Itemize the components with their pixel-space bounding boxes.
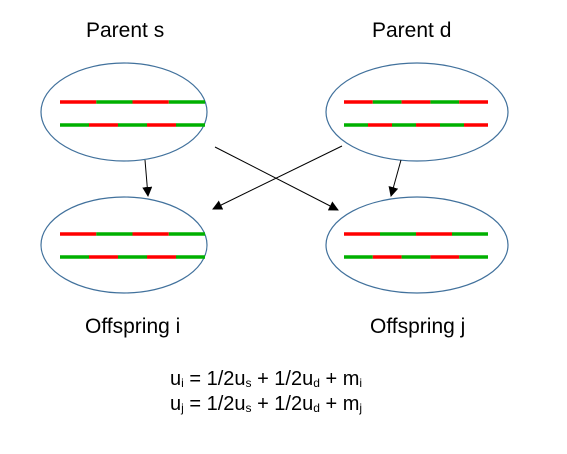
parent-s-label: Parent s <box>86 19 165 42</box>
arrow-s-to-i <box>142 159 153 197</box>
parent-d-ellipse <box>325 62 509 162</box>
arrow-d-to-i <box>212 145 343 210</box>
parent-s-ellipse <box>40 62 208 162</box>
parent-d-label: Parent d <box>372 19 452 42</box>
offspring-i-ellipse <box>40 196 208 294</box>
offspring-i-label: Offspring i <box>85 315 181 338</box>
offspring-j-ellipse <box>325 196 509 294</box>
chromosome-layer <box>60 100 488 259</box>
formula-offspring-i: ui = 1/2us + 1/2ud + mi <box>170 368 363 390</box>
arrow-d-to-j <box>388 159 402 197</box>
offspring-j-label: Offspring j <box>370 315 466 338</box>
formula-offspring-j: uj = 1/2us + 1/2ud + mj <box>170 393 363 415</box>
